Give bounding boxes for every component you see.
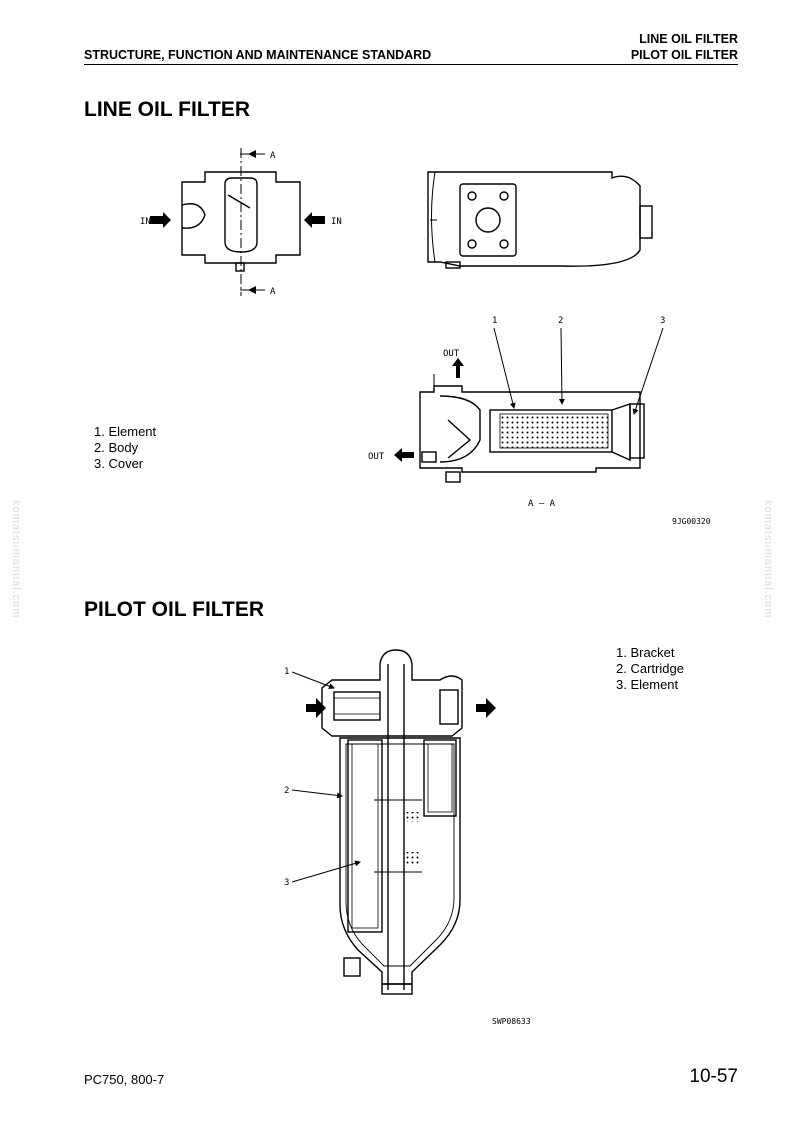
pilot-inlet-arrow-icon — [306, 698, 326, 718]
in-label-right: IN — [331, 217, 342, 227]
header-topic-line-2: PILOT OIL FILTER — [630, 48, 738, 62]
callout-number-2: 2 — [558, 316, 563, 326]
footer-model: PC750, 800-7 — [84, 1072, 165, 1087]
watermark-right: komatsumanual.com — [762, 500, 774, 619]
pilot-filter-drawing-code: SWP08633 — [492, 1017, 531, 1026]
legend-item-cartridge: 2. Cartridge — [616, 661, 684, 676]
pilot-oil-filter-title: PILOT OIL FILTER — [84, 598, 265, 621]
line-filter-side-view — [427, 171, 653, 269]
section-caption: A – A — [528, 499, 556, 509]
section-mark-top: A — [270, 151, 276, 161]
header-topic: LINE OIL FILTER PILOT OIL FILTER — [631, 31, 738, 63]
out-label-left: OUT — [368, 452, 385, 462]
callout-number-1: 1 — [492, 316, 497, 326]
out-label-top: OUT — [443, 349, 460, 359]
pilot-callout-number-3: 3 — [284, 878, 289, 888]
footer-page-number: 10-57 — [689, 1066, 738, 1087]
legend-item-cover: 3. Cover — [94, 456, 144, 471]
line-filter-section-view — [419, 374, 645, 483]
legend-item-body: 2. Body — [94, 440, 139, 455]
pilot-filter-leader-lines — [291, 671, 361, 883]
header-topic-line-1: LINE OIL FILTER — [639, 32, 738, 46]
in-arrow-icon — [150, 212, 171, 228]
pilot-callout-number-2: 2 — [284, 786, 289, 796]
line-filter-front-view — [181, 148, 301, 296]
legend-item-element: 1. Element — [94, 424, 157, 439]
line-oil-filter-title: LINE OIL FILTER — [84, 98, 251, 121]
in-arrow-icon — [304, 212, 325, 228]
legend-item-bracket: 1. Bracket — [616, 645, 675, 660]
line-filter-drawing-code: 9JG00320 — [672, 517, 711, 526]
out-arrow-icon — [394, 448, 414, 462]
pilot-outlet-arrow-icon — [476, 698, 496, 718]
watermark-left: komatsumanual.com — [10, 500, 22, 619]
in-label-left: IN — [140, 217, 151, 227]
pilot-filter-drawing — [321, 649, 463, 995]
header-rule — [84, 64, 738, 65]
callout-number-3: 3 — [660, 316, 665, 326]
line-oil-filter-legend: 1. Element 2. Body 3. Cover — [94, 424, 156, 472]
out-arrow-icon — [452, 358, 464, 378]
pilot-callout-number-1: 1 — [284, 667, 289, 677]
header-section-title: STRUCTURE, FUNCTION AND MAINTENANCE STAN… — [84, 48, 432, 62]
line-filter-leader-lines — [493, 327, 664, 415]
section-mark-bottom: A — [270, 287, 276, 297]
pilot-oil-filter-legend: 1. Bracket 2. Cartridge 3. Element — [616, 645, 684, 693]
legend-item-element: 3. Element — [616, 677, 679, 692]
